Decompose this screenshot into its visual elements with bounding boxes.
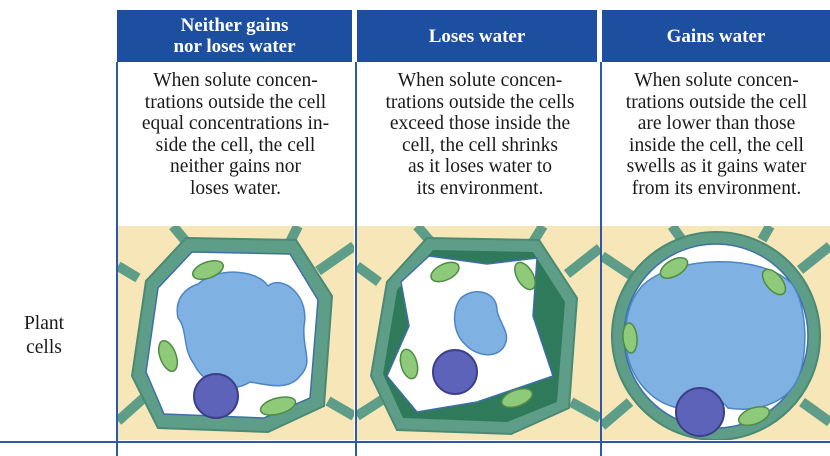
row-divider xyxy=(0,441,830,443)
desc-line: When solute concen- xyxy=(360,70,600,92)
row-label-plant-cells: Plant cells xyxy=(14,312,74,360)
header-gains-line1: Gains water xyxy=(667,26,766,47)
header-neither-line2: nor loses water xyxy=(173,36,295,57)
description-loses: When solute concen- trations outside the… xyxy=(360,70,600,218)
nucleus xyxy=(194,374,238,418)
nucleus xyxy=(433,350,477,394)
desc-line: neither gains nor xyxy=(119,156,352,178)
desc-line: trations outside the cells xyxy=(360,92,600,114)
header-loses: Loses water xyxy=(357,10,597,62)
description-gains: When solute concen- trations outside the… xyxy=(603,70,830,218)
desc-line: from its environment. xyxy=(603,178,830,200)
plant-cell-gains-water xyxy=(602,226,830,440)
plant-cell-loses-water xyxy=(357,226,600,440)
desc-line: swells as it gains water xyxy=(603,156,830,178)
desc-line: are lower than those xyxy=(603,113,830,135)
header-loses-line1: Loses water xyxy=(429,26,526,47)
desc-line: exceed those inside the xyxy=(360,113,600,135)
desc-line: inside the cell, the cell xyxy=(603,135,830,157)
description-neither: When solute concen- trations outside the… xyxy=(119,70,352,218)
desc-line: cell, the cell shrinks xyxy=(360,135,600,157)
plant-cell-neither xyxy=(118,226,354,440)
desc-line: trations outside the cell xyxy=(119,92,352,114)
row-label-line2: cells xyxy=(14,336,74,360)
header-neither-line1: Neither gains xyxy=(173,15,295,36)
desc-line: When solute concen- xyxy=(603,70,830,92)
desc-line: loses water. xyxy=(119,178,352,200)
desc-line: as it loses water to xyxy=(360,156,600,178)
central-vacuole xyxy=(177,272,307,388)
row-label-line1: Plant xyxy=(14,312,74,336)
header-gains: Gains water xyxy=(602,10,830,62)
desc-line: trations outside the cell xyxy=(603,92,830,114)
desc-line: its environment. xyxy=(360,178,600,200)
desc-line: equal concentrations in- xyxy=(119,113,352,135)
desc-line: side the cell, the cell xyxy=(119,135,352,157)
desc-line: When solute concen- xyxy=(119,70,352,92)
nucleus xyxy=(676,388,724,436)
